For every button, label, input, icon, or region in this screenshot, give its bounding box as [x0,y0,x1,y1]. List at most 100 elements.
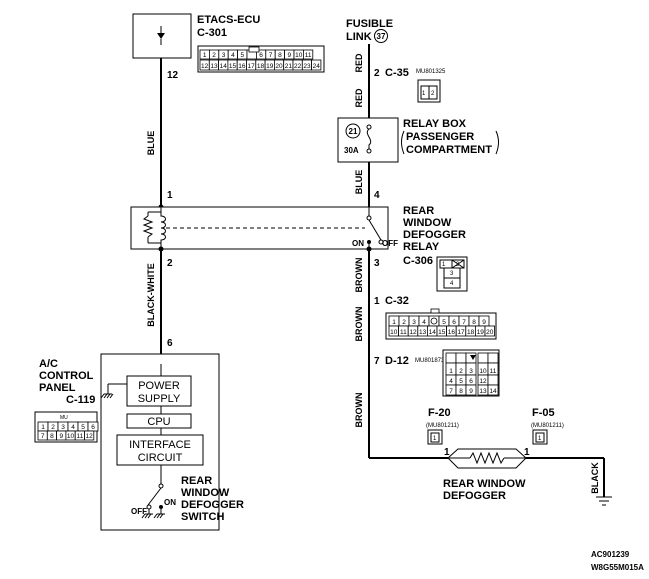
c119-cell-label: 3 [61,424,65,431]
sw-line4: SWITCH [181,511,224,523]
c32-cell-label: 15 [438,329,446,336]
relay-line4: RELAY [403,241,440,253]
ac-off-label: OFF [131,507,147,516]
relay-line2: WINDOW [403,217,452,229]
c35-part: MU801325 [416,69,446,75]
etacs-cell-label: 10 [295,52,303,59]
ac-line3: PANEL [39,382,76,394]
wire-label-red-top: RED [354,53,364,73]
etacs-ground-symbol [157,26,165,45]
wire-label-black: BLACK [590,462,600,494]
etacs-cell-label: 8 [278,52,282,59]
iface-line2: CIRCUIT [138,452,183,464]
fuse-amps: 30A [344,146,359,155]
etacs-cell-label: 3 [222,52,226,59]
etacs-cell-label: 11 [305,52,312,59]
etacs-cell-label: 20 [275,63,283,70]
c119-cell-label: 11 [76,433,83,440]
sw-line3: DEFOGGER [181,499,244,511]
c32-cell-label: 11 [400,329,407,336]
c35-connector: 2 C-35 MU801325 1 2 [374,67,446,103]
cpu-box [126,413,192,429]
relay-box-line3: COMPARTMENT [406,144,492,156]
c32-pin: 1 [374,296,380,307]
wire-label-red-mid: RED [354,88,364,108]
d12-cell-label: 2 [459,368,463,375]
etacs-cell-label: 12 [201,63,209,70]
ac-switch-arm [147,487,162,506]
wire-label-brown3: BROWN [354,393,364,428]
ac-connector: C-119 [66,394,95,406]
relay-pin-tr: 4 [374,190,380,201]
power-supply-box [126,375,192,407]
ac-pin: 6 [167,338,173,349]
c32-cell-label: 10 [390,329,398,336]
d12-cell-label: 13 [479,388,487,395]
relay-coil [160,212,166,243]
relay-box-frame [337,117,399,163]
etacs-cell-label: 17 [248,63,256,70]
c119-cell-label: 6 [91,424,95,431]
d12-cell-label: 8 [459,388,463,395]
c119-cell-label: 10 [67,433,75,440]
c32-cell-label: 9 [482,319,486,326]
d12-cell-label: 6 [469,378,473,385]
etacs-pin: 12 [167,70,179,81]
relay-switch-arm [368,219,382,241]
c306-cell: 1 [442,262,446,268]
d12-cell-label: 5 [459,378,463,385]
ac-line2: CONTROL [39,370,94,382]
relay-line1: REAR [403,205,434,217]
c32-cell-label: 8 [472,319,476,326]
c35-cell: 1 [422,91,426,97]
d12-cell-label: 7 [449,388,453,395]
c32-cell-label: 20 [486,329,494,336]
wire-label-blue-right: BLUE [354,170,364,195]
etacs-cell-label: 9 [287,52,291,59]
relay-connector: C-306 [403,255,433,267]
fusible-line1: FUSIBLE [346,18,393,30]
ac-on-label: ON [164,498,176,507]
power-line2: SUPPLY [138,393,181,405]
etacs-cell-label: 15 [229,63,237,70]
d12-cell [487,352,499,364]
f05-cell: 1 [538,436,542,442]
f20-pin: 1 [444,447,450,458]
wire-label-blue-left: BLUE [146,131,156,156]
c119-cell-label: 1 [41,424,45,431]
c32-cell-label: 7 [462,319,466,326]
defogger-relay: ON OFF REAR WINDOW DEFOGGER RELAY C-306 … [130,205,468,292]
etacs-name: ETACS-ECU [197,14,260,26]
c32-cell-label: 18 [467,329,475,336]
d12-cell [477,352,489,364]
defogger-line2: DEFOGGER [443,490,506,502]
c32-name: C-32 [385,295,409,307]
d12-cell-label: 9 [469,388,473,395]
relay-on-label: ON [352,239,364,248]
etacs-cell-label: 14 [220,63,228,70]
f05-pin: 1 [524,447,530,458]
fuse-number-circle [345,123,361,139]
etacs-cell-label: 23 [303,63,311,70]
c32-cell-label: 1 [392,319,396,326]
c32-cell-label: 19 [477,329,485,336]
wire-label-brown1: BROWN [354,258,364,293]
c306-cell: 4 [450,281,454,287]
relay-box: 21 30A RELAY BOX PASSENGER COMPARTMENT [337,117,499,163]
c119-cell-label: 4 [71,424,75,431]
interface-box [116,434,204,466]
etacs-cell [302,49,314,60]
etacs-cell-label: 2 [212,52,216,59]
c119-cell-label: 12 [86,433,94,440]
f20-name: F-20 [428,407,451,419]
d12-pin: 7 [374,356,380,367]
fusible-number: 37 [377,32,386,41]
d12-cell [487,374,499,386]
c35-pin: 2 [374,68,380,79]
sw-line1: REAR [181,475,212,487]
